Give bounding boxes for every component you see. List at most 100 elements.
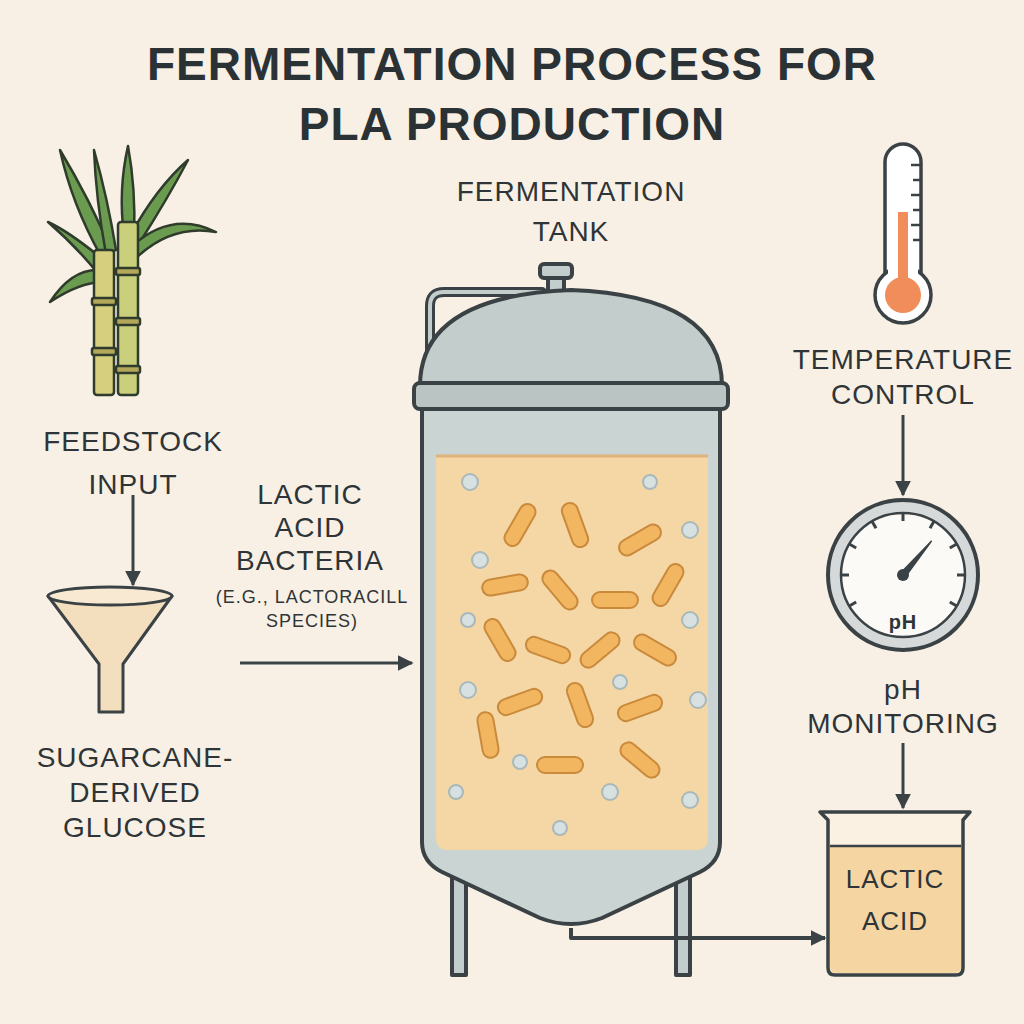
bubble — [462, 474, 478, 490]
tank-dome — [420, 290, 722, 386]
ph-gauge-illustration — [828, 500, 978, 650]
bacterium — [650, 561, 687, 609]
bubble — [602, 784, 618, 800]
flow-arrow — [902, 415, 905, 495]
stalk-node — [116, 318, 140, 325]
flow-arrow — [240, 662, 412, 665]
stalk-node — [92, 298, 116, 305]
gauge-tick — [849, 602, 856, 606]
bacterium — [481, 573, 529, 597]
flow-arrow — [571, 928, 825, 938]
ph-gauge-node: pH pH MONITORING — [790, 495, 1016, 743]
fermentation-tank: FERMENTATION TANK — [412, 172, 730, 928]
stalk-node — [116, 366, 140, 373]
gauge-tick — [841, 574, 849, 577]
bubble — [690, 692, 706, 708]
thermometer-tick — [911, 164, 920, 167]
beaker-node: LACTIC ACID — [825, 808, 965, 978]
bubble — [461, 613, 475, 627]
bubbles — [449, 474, 706, 835]
tank-liquid — [436, 456, 708, 850]
thermometer-tick — [911, 224, 920, 227]
sugarcane-illustration — [48, 146, 216, 395]
gauge-tick — [950, 602, 957, 606]
bubble — [643, 475, 657, 489]
feedstock-node: FEEDSTOCK INPUT — [33, 145, 233, 495]
mercury-bulb — [885, 277, 921, 313]
thermometer-illustration — [875, 144, 931, 323]
edge-label: LACTIC ACID BACTERIA — [230, 478, 390, 577]
node-label: FEEDSTOCK INPUT — [33, 420, 233, 506]
tank-band — [414, 383, 728, 409]
gauge-tick — [930, 521, 934, 528]
gauge-tick — [849, 544, 856, 548]
bacterium — [616, 693, 665, 724]
flow-arrow — [132, 495, 135, 585]
stalk-node — [92, 348, 116, 355]
node-label: SUGARCANE-DERIVED GLUCOSE — [30, 740, 240, 845]
gauge-tick — [957, 574, 965, 577]
gauge-hub — [897, 569, 909, 581]
beaker-liquid-surface — [830, 845, 961, 848]
bacterium — [537, 757, 583, 773]
bacterium — [560, 501, 591, 550]
thermometer-tick — [913, 209, 920, 212]
sugarcane-leaf — [132, 224, 216, 258]
funnel-rim — [48, 587, 172, 605]
funnel-node: SUGARCANE-DERIVED GLUCOSE — [30, 585, 240, 847]
bubble — [553, 821, 567, 835]
bubble — [472, 552, 488, 568]
liquid-surface — [436, 455, 708, 458]
bacterium — [617, 739, 663, 781]
bubble — [460, 682, 476, 698]
note-label: (E.G., LACTORACILL SPECIES) — [212, 585, 412, 633]
thermometer-tick — [911, 194, 920, 197]
gauge-label: pH — [853, 610, 953, 634]
bacterium — [592, 592, 638, 608]
sugarcane-stalk — [94, 250, 114, 395]
flow-arrow — [902, 743, 905, 808]
tank-knob — [540, 264, 572, 278]
gauge-tick — [872, 521, 876, 528]
bacterium — [482, 616, 519, 664]
bacterium — [476, 711, 500, 759]
bubble — [682, 792, 698, 808]
diagram-title: FERMENTATION PROCESS FOR PLA PRODUCTION — [112, 34, 912, 154]
bacterium — [631, 632, 679, 669]
bubble — [682, 612, 698, 628]
bacteria — [476, 501, 686, 781]
beaker-glass — [820, 812, 970, 975]
gauge-face — [841, 513, 965, 637]
funnel-illustration — [48, 587, 172, 712]
funnel-body — [48, 596, 172, 712]
bacterium — [577, 629, 623, 671]
thermometer-tick — [913, 179, 920, 182]
thermometer-tick — [913, 239, 920, 242]
node-label: TEMPERATURE CONTROL — [785, 342, 1021, 412]
node-label: LACTIC ACID — [825, 858, 965, 942]
bacterium — [616, 522, 664, 559]
bacterium — [524, 635, 573, 666]
bacterium — [496, 687, 545, 718]
bubble — [513, 755, 527, 769]
bacterium — [565, 681, 596, 730]
bubble — [682, 522, 698, 538]
bacterium — [539, 567, 581, 613]
gauge-tick — [902, 513, 905, 521]
tank-illustration — [414, 264, 728, 975]
bacterium — [502, 501, 539, 549]
bubble — [449, 785, 463, 799]
node-heading: FERMENTATION TANK — [441, 172, 701, 252]
gauge-rim — [828, 500, 978, 650]
stalk-node — [116, 268, 140, 275]
bubble — [613, 675, 627, 689]
gauge-tick — [950, 544, 957, 548]
tank-body — [422, 409, 720, 924]
node-label: pH MONITORING — [803, 673, 1003, 741]
beaker-illustration — [820, 812, 970, 975]
thermometer-node: TEMPERATURE CONTROL — [785, 140, 1021, 415]
